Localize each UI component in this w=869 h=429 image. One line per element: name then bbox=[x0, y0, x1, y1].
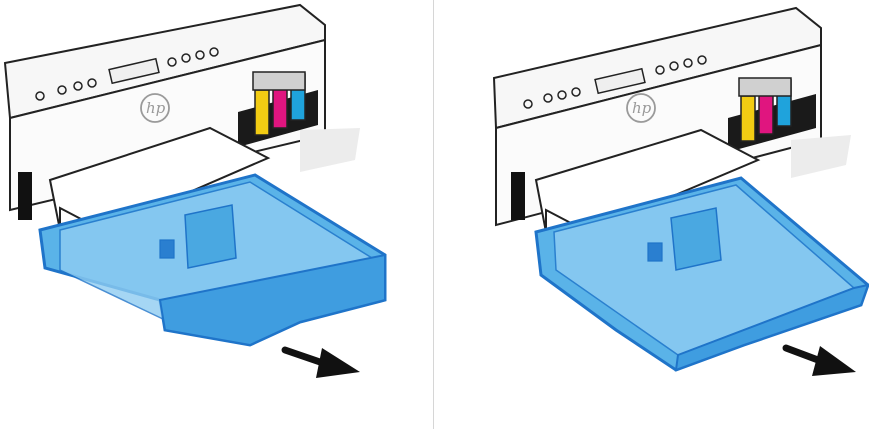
panel-tray-fully-open: hp bbox=[436, 0, 869, 429]
paper-width-guide bbox=[670, 207, 722, 271]
ink-tank-black bbox=[738, 77, 792, 97]
control-buttons bbox=[523, 55, 707, 109]
printer-top-surface bbox=[492, 6, 822, 130]
guide-latch bbox=[159, 239, 175, 259]
printer-illustration-right: hp bbox=[492, 6, 869, 376]
ink-tank-yellow bbox=[740, 95, 756, 142]
printer-right-shadow bbox=[300, 128, 360, 172]
control-buttons bbox=[35, 47, 219, 101]
panel-tray-partially-open: hp bbox=[0, 0, 432, 429]
pull-out-arrow-icon bbox=[281, 346, 360, 378]
ink-tank-yellow bbox=[254, 89, 270, 136]
display-screen bbox=[594, 67, 646, 95]
hp-logo: hp bbox=[626, 93, 656, 123]
panel-divider bbox=[433, 0, 434, 429]
svg-text:hp: hp bbox=[632, 99, 652, 117]
printer-right-shadow bbox=[791, 135, 851, 178]
paper-width-guide bbox=[184, 204, 237, 269]
hp-logo: hp bbox=[140, 93, 170, 123]
side-slot bbox=[511, 172, 525, 220]
side-slot bbox=[18, 172, 32, 220]
pull-out-arrow-icon bbox=[782, 344, 856, 376]
tray-front-lip bbox=[674, 283, 869, 372]
printer-top-surface bbox=[3, 3, 326, 120]
display-screen bbox=[108, 57, 160, 85]
svg-text:hp: hp bbox=[146, 99, 166, 117]
ink-tank-black bbox=[252, 71, 306, 91]
guide-latch bbox=[647, 242, 663, 262]
printer-illustration-left: hp bbox=[3, 3, 387, 378]
tray-front-lip bbox=[158, 253, 386, 347]
